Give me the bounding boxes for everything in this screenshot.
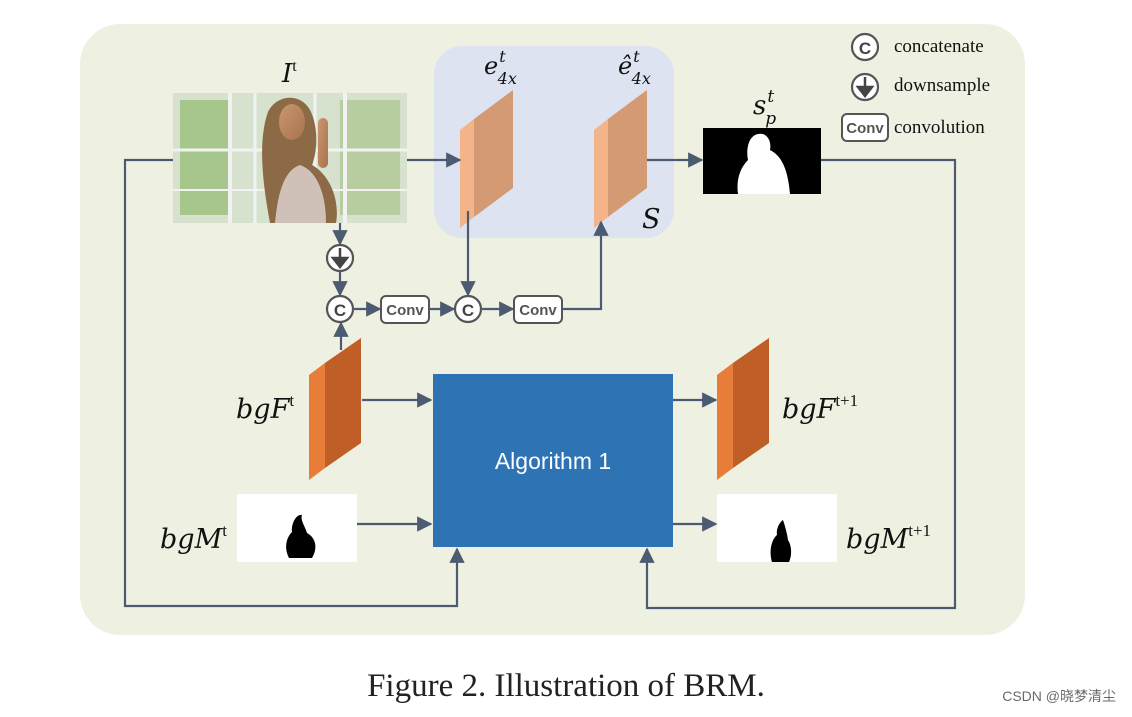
svg-text:Conv: Conv [386, 302, 424, 319]
algorithm-label: Algorithm 1 [495, 448, 611, 474]
legend-concat-label: concatenate [894, 36, 984, 57]
svg-text:C: C [334, 301, 346, 320]
bgF-t1-label: bgFt+1 [782, 391, 858, 425]
bgM-t1-label: bgMt+1 [846, 521, 931, 555]
watermark: CSDN @晓梦清尘 [1002, 688, 1116, 704]
legend-conv-icon [841, 113, 889, 142]
svg-text:Conv: Conv [519, 302, 557, 319]
figure-caption: Figure 2. Illustration of BRM. [367, 668, 765, 704]
legend: C concatenate downsample Conv convolutio… [841, 32, 990, 142]
svg-text:C: C [462, 301, 474, 320]
input-image [173, 93, 407, 223]
legend-concat-icon [850, 32, 880, 62]
bgM-t-label: bgMt [160, 521, 227, 555]
predicted-mask-image [703, 128, 821, 194]
svg-text:Conv: Conv [846, 120, 884, 137]
feature-map-ehat4x [594, 90, 647, 228]
s-module-label: S [642, 204, 661, 235]
input-image-label: It [281, 58, 297, 89]
bgF-t-slab [309, 338, 361, 480]
connectors [123, 152, 957, 610]
legend-conv-label: convolution [894, 117, 985, 138]
bgM-t1-image [717, 494, 837, 562]
feature-map-e4x [460, 90, 513, 228]
bgF-t-label: bgFt [236, 391, 294, 425]
bgM-t-image [237, 494, 357, 562]
algorithm-box [433, 374, 673, 547]
bgF-t1-slab [717, 338, 769, 480]
legend-downsample-label: downsample [894, 75, 990, 96]
svg-text:C: C [859, 39, 871, 58]
